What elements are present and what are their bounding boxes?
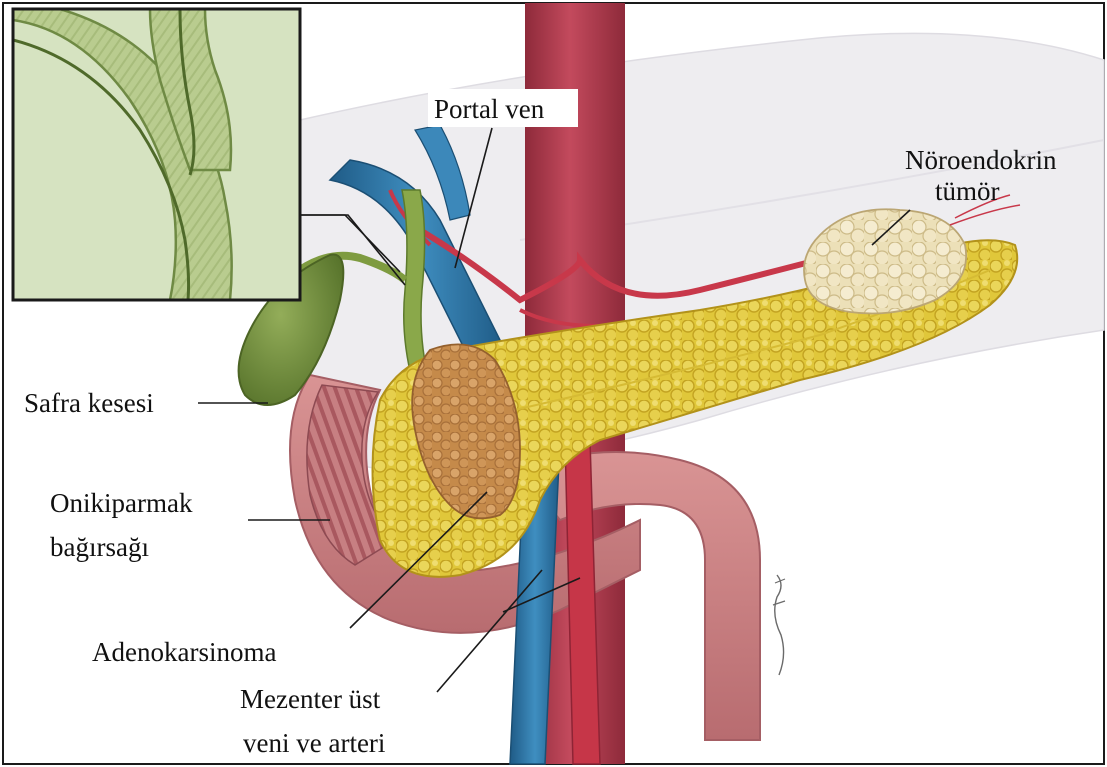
duodenum-label-line2: bağırsağı — [50, 532, 149, 562]
inset-bile-duct-closeup — [13, 9, 300, 300]
gallbladder-label: Safra kesesi — [24, 388, 154, 418]
adenocarcinoma-label: Adenokarsinoma — [92, 637, 276, 667]
neuroendocrine-label-line1: Nöroendokrin — [905, 145, 1057, 175]
portal-vein-label: Portal ven — [434, 94, 545, 124]
neuroendocrine-label-line2: tümör — [935, 176, 1000, 206]
mesenteric-label-line1: Mezenter üst — [240, 684, 381, 714]
mesenteric-label-line2: veni ve arteri — [243, 728, 385, 758]
duodenum-label-line1: Onikiparmak — [50, 488, 193, 518]
